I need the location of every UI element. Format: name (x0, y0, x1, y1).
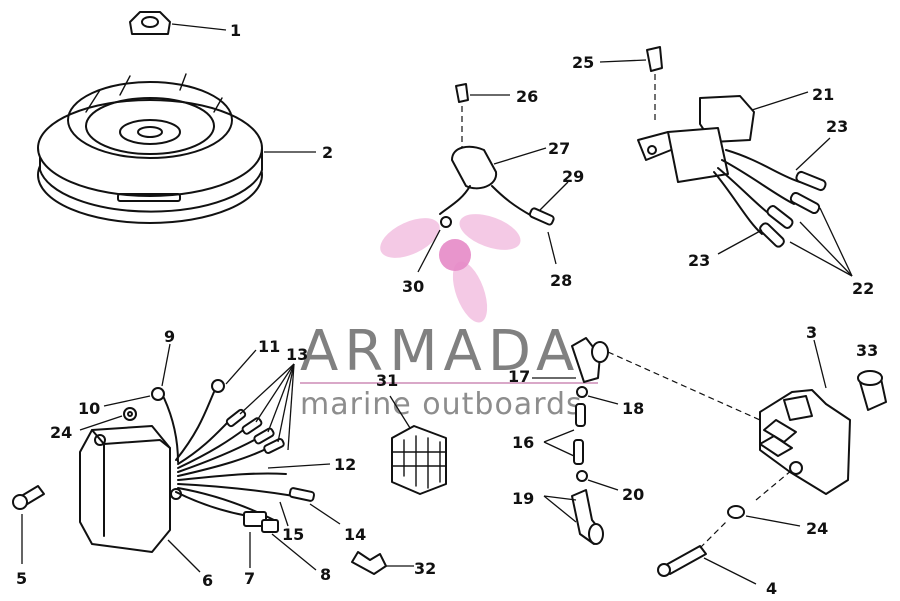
callout-6: 6 (202, 571, 213, 590)
part-sensor-coil (417, 83, 569, 273)
part-nut (129, 11, 227, 35)
callout-18: 18 (622, 399, 644, 418)
callout-5: 5 (16, 569, 27, 588)
watermark-tagline: marine outboards (300, 387, 583, 422)
callout-13: 13 (286, 345, 308, 364)
callout-23-lower: 23 (688, 251, 710, 270)
callout-23-upper: 23 (826, 117, 848, 136)
callout-8: 8 (320, 565, 331, 584)
part-screw-5 (12, 485, 45, 564)
callout-2: 2 (322, 143, 333, 162)
callout-16: 16 (512, 433, 534, 452)
callout-17: 17 (508, 367, 530, 386)
callout-25: 25 (572, 53, 594, 72)
callout-19: 19 (512, 489, 534, 508)
part-harness (175, 349, 341, 571)
callout-labels: 1 2 3 4 5 6 7 8 9 10 11 12 13 14 15 16 1… (16, 21, 878, 598)
callout-24-right: 24 (806, 519, 828, 538)
callout-27: 27 (548, 139, 570, 158)
callout-29: 29 (562, 167, 584, 186)
callout-30: 30 (402, 277, 424, 296)
callout-32: 32 (414, 559, 436, 578)
callout-33: 33 (856, 341, 878, 360)
callout-10: 10 (78, 399, 100, 418)
part-bushing-33 (857, 370, 887, 411)
part-plug-boots (532, 337, 761, 545)
part-ignition-coil (599, 46, 853, 277)
callout-4: 4 (766, 579, 777, 598)
part-flywheel (37, 73, 316, 224)
callout-28: 28 (550, 271, 572, 290)
callout-15: 15 (282, 525, 304, 544)
callout-20: 20 (622, 485, 644, 504)
part-cd-module (12, 343, 341, 573)
callout-7: 7 (244, 569, 255, 588)
callout-14: 14 (344, 525, 366, 544)
callout-11: 11 (258, 337, 280, 356)
callout-1: 1 (230, 21, 241, 40)
part-ground-lead (103, 343, 179, 463)
part-rectifier (389, 395, 447, 495)
callout-22: 22 (852, 279, 874, 298)
callout-21: 21 (812, 85, 834, 104)
part-power-pack (657, 339, 887, 585)
callout-3: 3 (806, 323, 817, 342)
callout-24-left: 24 (50, 423, 72, 442)
watermark-brand: ARMADA (300, 319, 580, 384)
callout-31: 31 (376, 371, 398, 390)
callout-26: 26 (516, 87, 538, 106)
callout-9: 9 (164, 327, 175, 346)
part-clip (351, 551, 414, 575)
part-washer-24a (79, 407, 137, 431)
watermark: ARMADA marine outboards (300, 214, 598, 422)
callout-12: 12 (334, 455, 356, 474)
propeller-logo-icon (380, 214, 521, 323)
